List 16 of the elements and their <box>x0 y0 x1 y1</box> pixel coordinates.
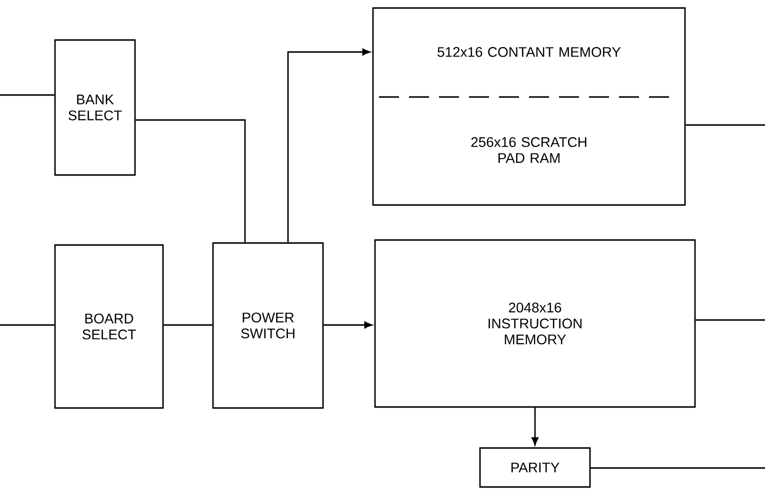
connector-line <box>0 324 54 326</box>
switch-box: POWER SWITCH <box>212 242 324 409</box>
select-box: BOARD SELECT <box>54 244 164 409</box>
connector-line <box>164 324 212 326</box>
parity-box: PARITY <box>479 447 591 488</box>
memory-box: 2048x16 INSTRUCTION MEMORY <box>374 239 696 408</box>
arrow <box>287 48 370 242</box>
memory-box: 512x16 CONTANT MEMORY 256x16 SCRATCH PAD RAM <box>372 7 686 206</box>
connector-line <box>590 467 765 469</box>
connector-line <box>0 94 54 96</box>
arrow <box>532 408 538 446</box>
select-box: BANK SELECT <box>54 39 136 176</box>
connector-line <box>696 319 765 321</box>
connector-line <box>686 124 765 126</box>
arrow <box>324 322 372 328</box>
connector-line <box>136 119 246 242</box>
